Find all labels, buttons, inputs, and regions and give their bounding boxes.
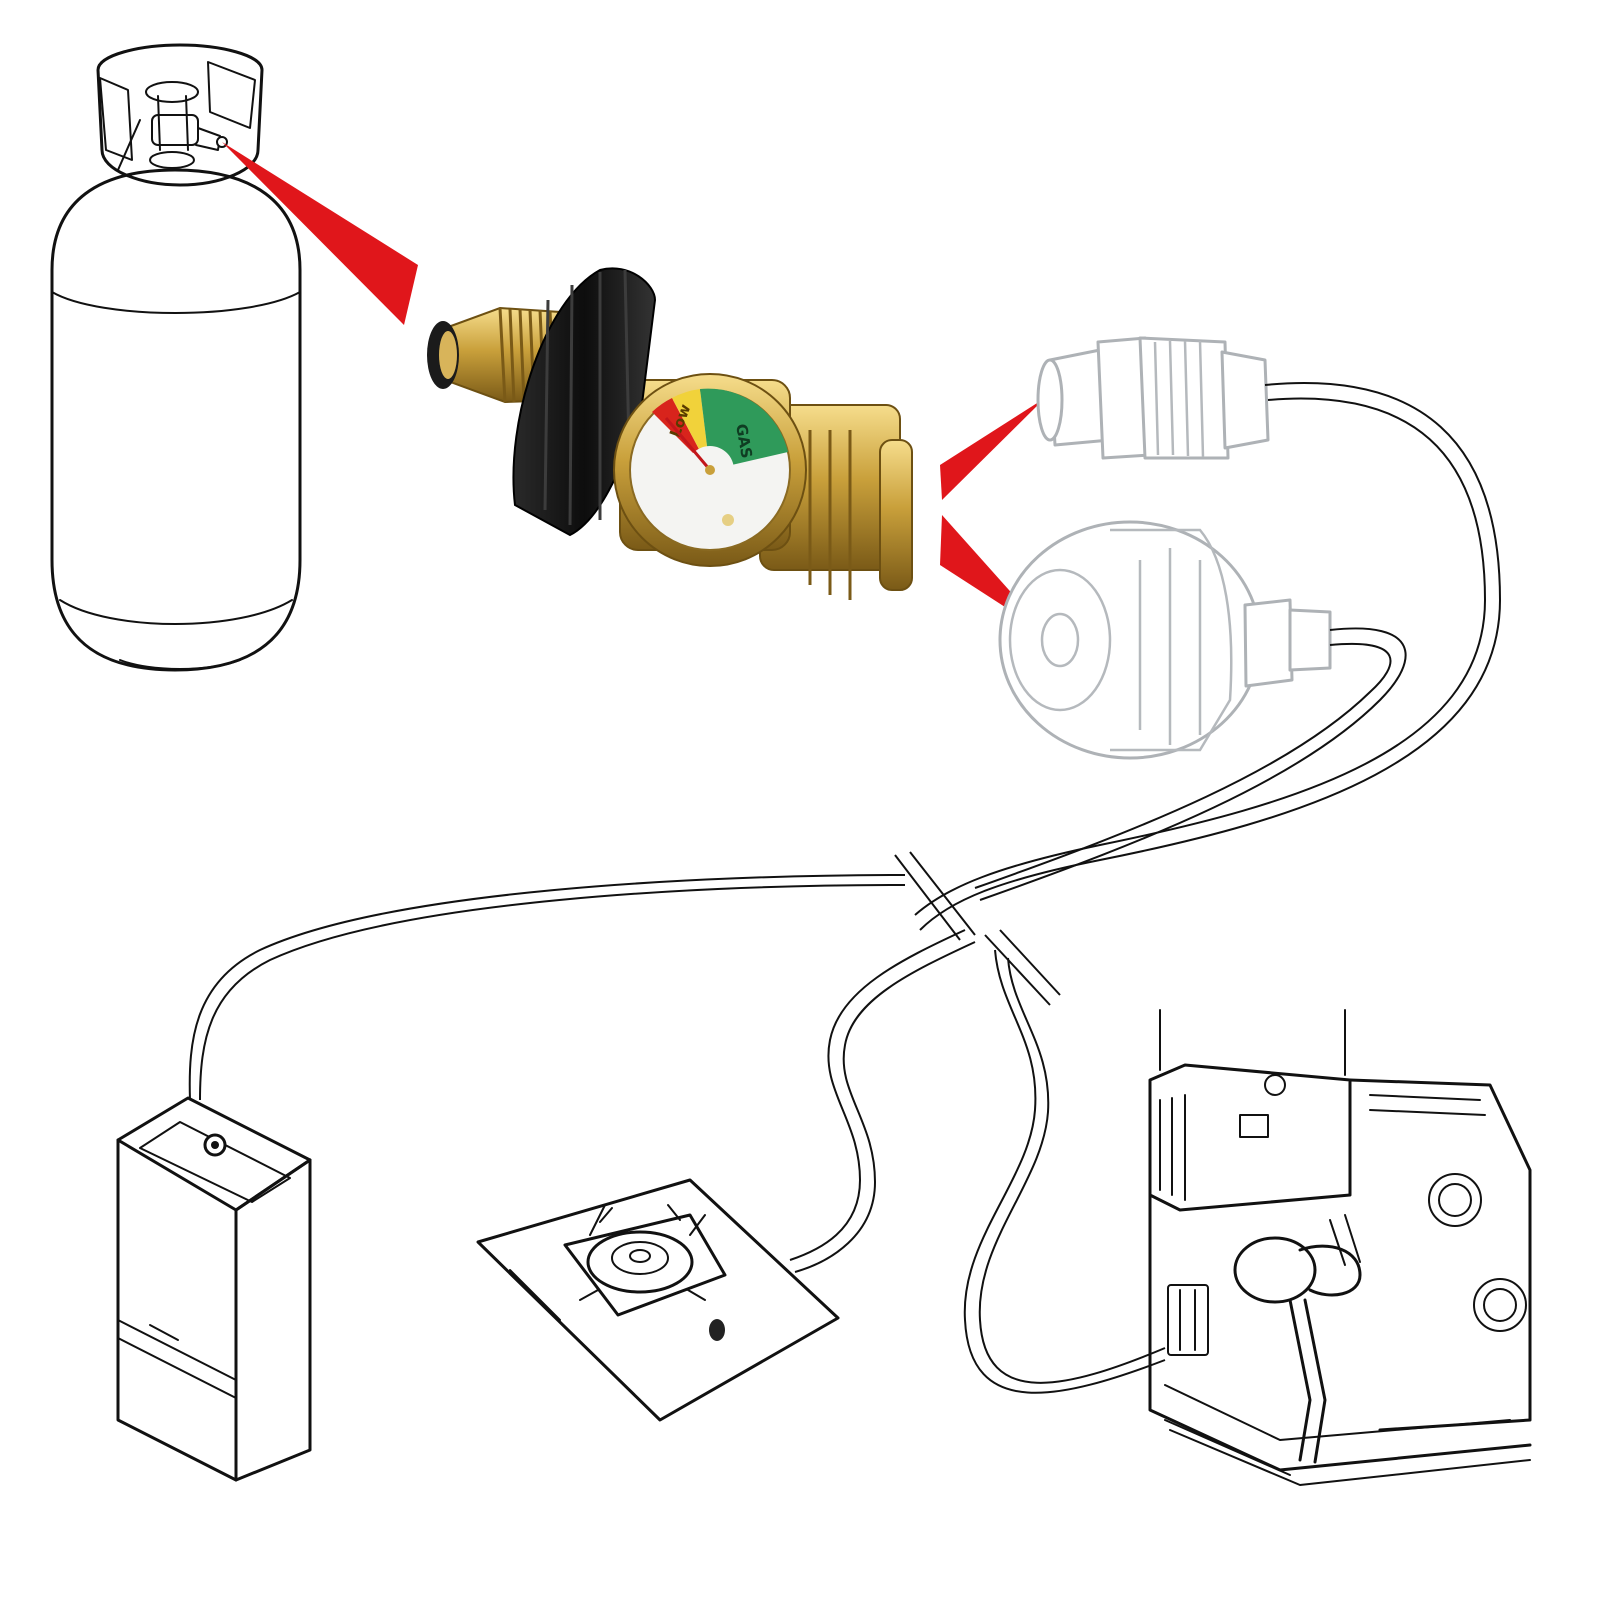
gauge-gas-label: GAS xyxy=(732,422,756,459)
rv-grill-icon xyxy=(1148,1009,1532,1486)
gas-hoses xyxy=(188,382,1502,1394)
gas-stove-burner-icon xyxy=(476,1178,840,1422)
gauge-needle xyxy=(664,417,712,471)
callout-tank-to-adapter xyxy=(222,142,418,325)
hose-fitting-icon xyxy=(1036,336,1270,460)
propane-tank-icon xyxy=(50,43,302,672)
callout-adapter-to-hose-fitting xyxy=(940,398,1045,500)
brass-gauge-adapter-icon: Low GAS xyxy=(427,267,913,600)
qcc-connector-icon xyxy=(998,520,1332,760)
water-heater-icon xyxy=(116,1096,312,1482)
